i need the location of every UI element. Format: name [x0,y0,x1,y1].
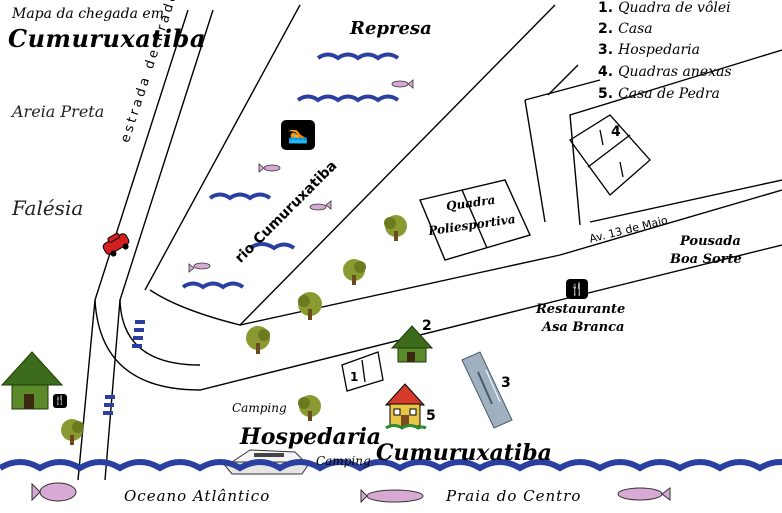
label-oceano: Oceano Atlântico [124,487,271,505]
legend-item: 2.Casa [598,21,653,37]
restaurant-icon: 🍴 [566,279,588,299]
label-restaurante-2: Asa Branca [542,320,625,335]
label-cumuruxatiba: Cumuruxatiba [376,440,552,466]
legend-num: 5. [598,86,614,102]
ocean-waves [0,459,782,472]
legend-label: Quadra de vôlei [618,0,731,16]
beach-hut [0,351,64,410]
legend-num: 3. [598,42,614,58]
legend-item: 5.Casa de Pedra [598,86,720,102]
legend-item: 4.Quadras anexas [598,64,732,80]
map-title: Cumuruxatiba [8,24,206,53]
marker-5: 5 [426,408,436,424]
marker-2: 2 [422,318,432,334]
label-represa: Represa [350,18,432,39]
hospedaria-building [461,351,513,429]
legend-label: Quadras anexas [618,64,732,80]
label-falesia: Falésia [12,196,84,220]
bridge-marks [103,320,145,415]
label-pousada-1: Pousada [680,234,741,249]
legend-item: 1.Quadra de vôlei [598,0,731,16]
label-praia: Praia do Centro [446,487,582,505]
annex-courts [569,114,651,196]
trees [61,215,407,445]
swimmer-icon: 🏊 [281,120,315,150]
volleyball-court [341,351,384,392]
river-waves [181,52,400,290]
river-fish [188,79,414,273]
ocean-fish [31,482,671,504]
label-hospedaria: Hospedaria [240,424,382,450]
label-pousada-2: Boa Sorte [670,252,742,267]
legend-item: 3.Hospedaria [598,42,700,58]
map-subtitle: Mapa da chegada em [12,6,164,22]
red-car [102,232,130,257]
legend-num: 4. [598,64,614,80]
legend-label: Casa [618,21,653,37]
road-network [77,4,782,481]
marker-3: 3 [501,375,511,391]
label-restaurante-1: Restaurante [536,302,626,317]
house-5 [384,383,427,430]
marker-4: 4 [611,124,621,140]
sports-court [419,179,531,261]
marker-1: 1 [350,370,359,384]
legend-num: 2. [598,21,614,37]
label-camping-2: Camping [316,454,371,468]
house-2-hut [390,325,434,363]
label-camping-1: Camping [232,401,287,415]
hut-restaurant-icon: 🍴 [53,394,67,408]
legend-label: Casa de Pedra [618,86,720,102]
label-areia-preta: Areia Preta [12,102,105,121]
legend-num: 1. [598,0,614,16]
legend-label: Hospedaria [618,42,700,58]
